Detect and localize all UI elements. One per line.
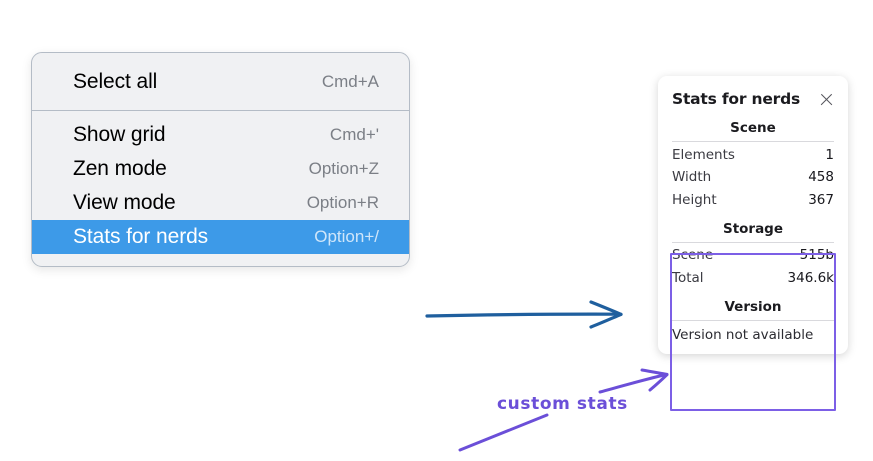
stats-for-nerds-panel[interactable]: Stats for nerds Scene Elements 1 Width 4… [658,76,848,354]
menu-group-1: Select all Cmd+A [32,53,409,110]
menu-item-label: Select all [73,70,158,93]
section-rule [672,141,834,142]
stat-row: Elements 1 [672,144,834,167]
stats-panel-title: Stats for nerds [672,90,801,108]
section-rule [672,241,834,243]
stat-key: Scene [672,247,714,264]
stat-row: Scene 515b [672,245,834,268]
stat-value: 346.6k [787,269,834,286]
stats-panel-header: Stats for nerds [658,87,848,111]
stat-value: 367 [808,191,834,208]
stat-key: Elements [672,146,735,163]
menu-item-label: Stats for nerds [73,225,209,248]
menu-item-stats-for-nerds[interactable]: Stats for nerds Option+/ [32,220,409,254]
menu-item-view-mode[interactable]: View mode Option+R [32,186,409,220]
stat-value: 458 [808,169,834,186]
section-title: Scene [730,120,776,136]
menu-item-select-all[interactable]: Select all Cmd+A [32,65,409,99]
context-menu[interactable]: Select all Cmd+A Show grid Cmd+' Zen mod… [31,52,410,267]
purple-underline-annotation [458,413,549,452]
menu-item-label: Show grid [73,123,166,146]
menu-item-shortcut: Option+R [306,193,379,212]
menu-item-zen-mode[interactable]: Zen mode Option+Z [32,152,409,186]
stats-section-version: Version Version not available [658,290,848,345]
version-note: Version not available [672,326,814,343]
annotation-label: custom stats [497,394,628,414]
section-title: Version [724,298,782,315]
stat-row: Total 346.6k [672,267,834,290]
stat-key: Height [672,191,717,208]
section-rule [672,319,834,321]
menu-item-shortcut: Option+/ [314,227,379,246]
stat-key: Total [672,269,704,286]
stat-row: Height 367 [672,189,834,212]
menu-group-2: Show grid Cmd+' Zen mode Option+Z View m… [32,111,409,266]
stats-section-scene: Scene Elements 1 Width 458 Height 367 [658,111,848,212]
menu-item-label: Zen mode [73,157,167,180]
menu-item-label: View mode [73,191,176,214]
menu-item-shortcut: Cmd+A [321,72,379,91]
stats-section-storage: Storage Scene 515b Total 346.6k [658,212,848,290]
menu-item-shortcut: Option+Z [308,159,379,178]
section-title: Storage [722,220,784,237]
menu-divider [32,110,409,111]
close-icon[interactable] [818,91,835,108]
menu-item-shortcut: Cmd+' [329,125,379,144]
stat-key: Width [672,169,712,186]
stat-row: Width 458 [672,167,834,190]
stat-value: 515b [799,247,834,264]
stat-value: 1 [825,146,834,163]
blue-arrow-annotation [425,300,623,329]
purple-arrow-annotation [598,368,669,394]
menu-item-show-grid[interactable]: Show grid Cmd+' [32,118,409,152]
